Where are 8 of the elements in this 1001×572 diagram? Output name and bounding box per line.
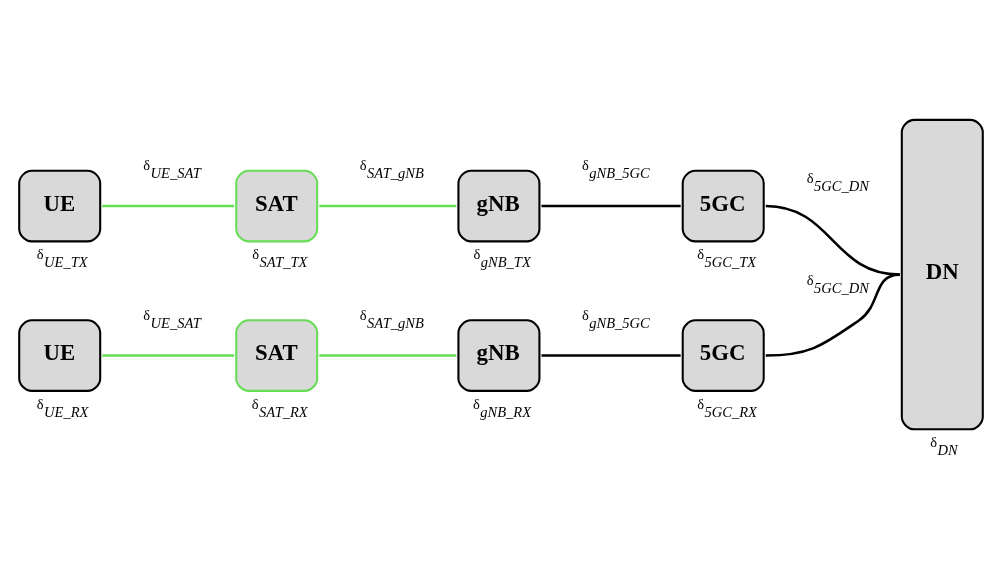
connector (101, 354, 234, 357)
connector (765, 204, 900, 276)
connector (541, 204, 681, 208)
connector (101, 204, 234, 208)
connector (765, 273, 900, 357)
connector (318, 354, 456, 357)
connector (318, 204, 456, 208)
connector (541, 354, 681, 357)
